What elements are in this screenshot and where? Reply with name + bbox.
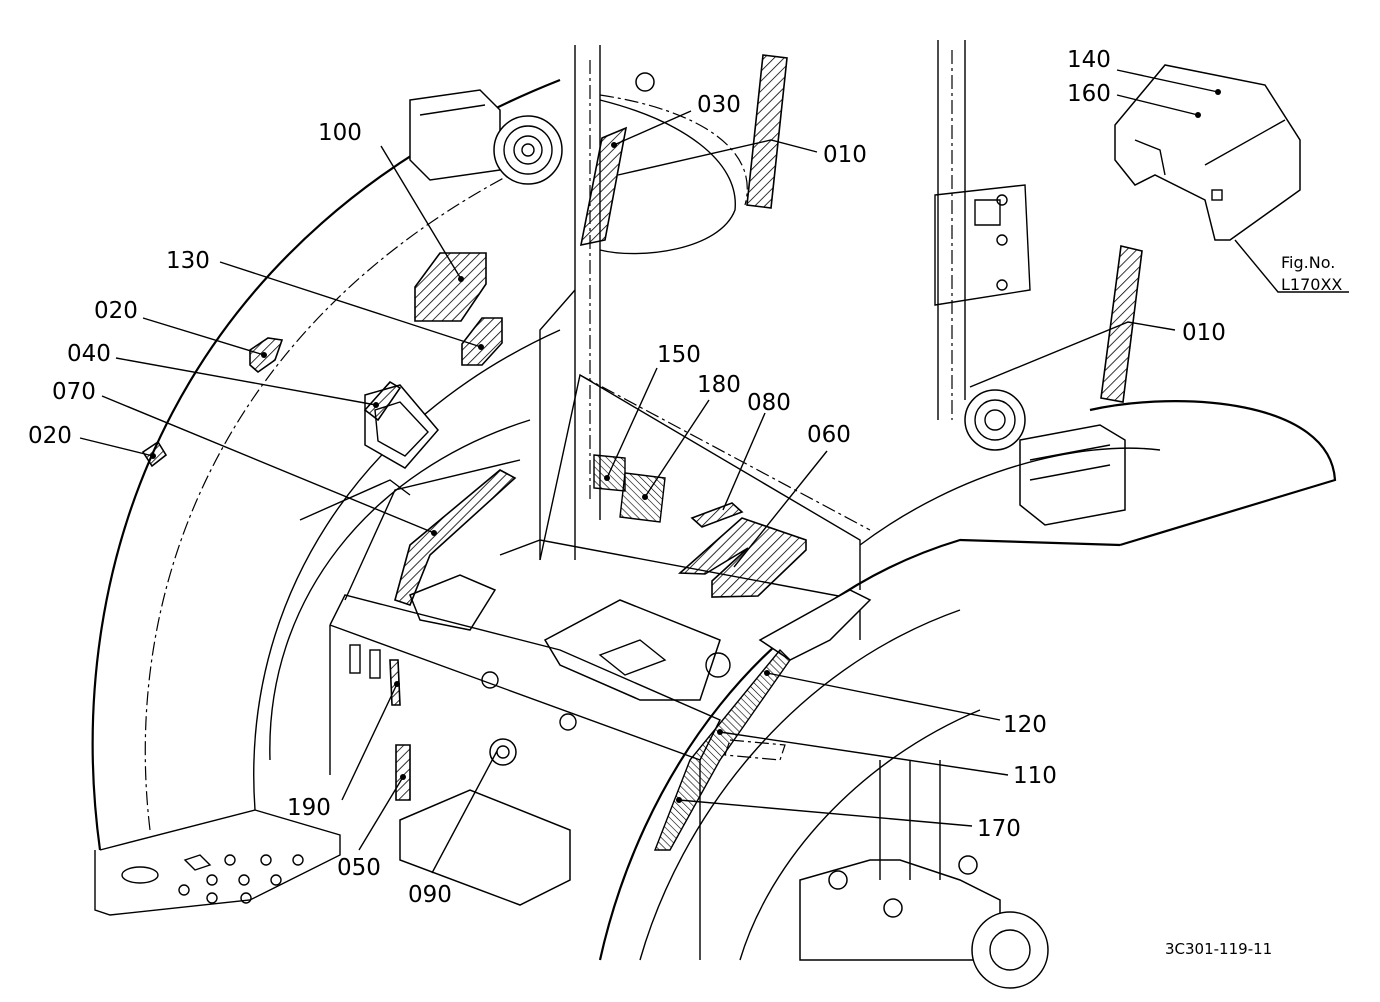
callout-190: 190	[287, 795, 331, 821]
decal-030	[579, 126, 628, 247]
drawing-code: 3C301-119-11	[1165, 940, 1272, 958]
center-console	[409, 373, 871, 701]
callout-010-upper: 010	[823, 142, 867, 168]
rear-axle-housing	[799, 760, 1049, 989]
floor-step-plate	[94, 809, 341, 916]
decal-130	[461, 317, 503, 366]
callout-150: 150	[657, 342, 701, 368]
callout-140: 140	[1067, 47, 1111, 73]
inset-part	[1114, 64, 1349, 293]
right-fender	[598, 400, 1337, 961]
figure-ref-label: Fig.No.	[1281, 253, 1335, 272]
decal-060	[677, 517, 807, 598]
callout-170: 170	[977, 816, 1021, 842]
callout-labels: 140 160 030 010 100 130 020 040 070 020 …	[28, 47, 1226, 908]
left-rops-post	[539, 45, 748, 560]
callout-010-right: 010	[1182, 320, 1226, 346]
callout-040: 040	[67, 341, 111, 367]
callout-020-upper: 020	[94, 298, 138, 324]
callout-070: 070	[52, 379, 96, 405]
left-fender	[91, 78, 561, 851]
leader-dots	[150, 89, 1221, 803]
leader-lines	[79, 69, 1219, 874]
callout-130: 130	[166, 248, 210, 274]
callout-090: 090	[408, 882, 452, 908]
left-work-light	[409, 89, 563, 185]
decal-040	[363, 380, 402, 422]
callout-110: 110	[1013, 763, 1057, 789]
decal-080	[690, 502, 744, 528]
right-rops-post	[934, 40, 1031, 420]
callout-160: 160	[1067, 81, 1111, 107]
callout-020-lower: 020	[28, 423, 72, 449]
decal-010-upper	[746, 54, 788, 209]
callout-050: 050	[337, 855, 381, 881]
decal-050	[395, 744, 411, 801]
figure-ref-number: L170XX	[1281, 275, 1342, 294]
callout-120: 120	[1003, 712, 1047, 738]
callout-080: 080	[747, 390, 791, 416]
callout-180: 180	[697, 372, 741, 398]
callout-100: 100	[318, 120, 362, 146]
callout-030: 030	[697, 92, 741, 118]
fender-link-handle	[653, 589, 872, 851]
right-work-light	[964, 389, 1126, 526]
callout-060: 060	[807, 422, 851, 448]
decal-100	[414, 252, 487, 322]
